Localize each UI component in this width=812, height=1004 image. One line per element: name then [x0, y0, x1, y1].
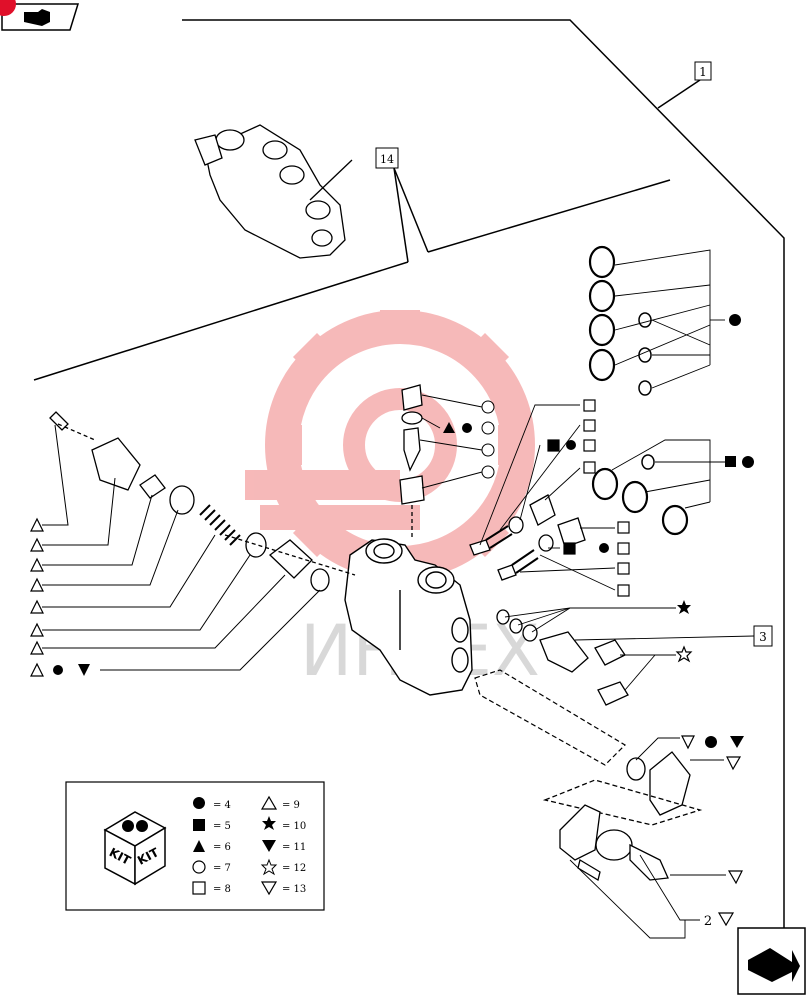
filled-circle-icon	[729, 314, 741, 326]
legend-filled-circle-icon	[193, 797, 205, 809]
valve-assembly-overview	[194, 124, 353, 259]
svg-text:1: 1	[699, 65, 707, 79]
callout-14: 14	[375, 147, 399, 169]
mid-right-leaders	[611, 439, 754, 509]
legend-text-9: = 9	[282, 800, 300, 811]
svg-text:2: 2	[704, 914, 712, 929]
legend-text-7: = 7	[213, 863, 231, 874]
legend-open-triangle-down-icon	[260, 881, 278, 896]
left-triangle-icons	[30, 517, 90, 677]
svg-text:3: 3	[759, 630, 767, 644]
lower-right-parts	[542, 751, 703, 882]
top-stack-parts	[399, 384, 425, 540]
nav-next-button[interactable]	[737, 927, 806, 995]
legend-text-10: = 10	[282, 821, 306, 832]
legend-text-5: = 5	[213, 821, 231, 832]
right-oring-leaders	[614, 249, 741, 389]
turn-page-arrow-icon	[748, 948, 800, 982]
mid-right-orings	[591, 454, 689, 536]
legend-text-11: = 11	[282, 842, 306, 853]
legend-text-12: = 12	[282, 863, 306, 874]
legend-filled-square-icon	[193, 819, 205, 831]
right-centre-markers	[547, 399, 693, 663]
left-side-parts	[49, 411, 356, 592]
right-centre-parts	[469, 494, 629, 706]
lower-right-markers	[681, 735, 744, 927]
nav-prev-button[interactable]	[0, 0, 80, 31]
legend-text-4: = 4	[213, 800, 231, 811]
svg-text:14: 14	[380, 153, 394, 166]
callout-2: 2	[704, 914, 712, 929]
nav-red-dot-icon	[0, 0, 16, 16]
right-orings	[588, 245, 652, 396]
legend-open-square-icon	[192, 881, 206, 895]
legend-text-6: = 6	[213, 842, 231, 853]
boundary-lines	[33, 19, 785, 987]
valve-body	[344, 538, 473, 696]
kit-box-icon: KIT KIT	[103, 811, 167, 886]
lower-right-leaders	[569, 737, 726, 939]
legend-open-circle-icon	[192, 860, 206, 874]
callout-3: 3	[753, 625, 773, 647]
spool	[474, 669, 626, 766]
legend-filled-triangle-icon	[193, 840, 205, 852]
legend-open-triangle-icon	[260, 795, 278, 810]
callout-1: 1	[694, 61, 712, 81]
legend-box: KIT KIT = 4 = 5 = 6 = 7 = 8 = 9 = 10 = 1…	[65, 781, 325, 911]
left-markers	[42, 424, 321, 671]
legend-text-13: = 13	[282, 884, 306, 895]
top-stack-markers	[419, 394, 495, 489]
legend-filled-triangle-down-icon	[262, 840, 276, 852]
legend-open-star-icon	[260, 858, 278, 876]
legend-text-8: = 8	[213, 884, 231, 895]
right-centre-leaders	[479, 404, 755, 691]
legend-filled-star-icon	[262, 816, 276, 830]
book-page-icon	[24, 9, 50, 26]
